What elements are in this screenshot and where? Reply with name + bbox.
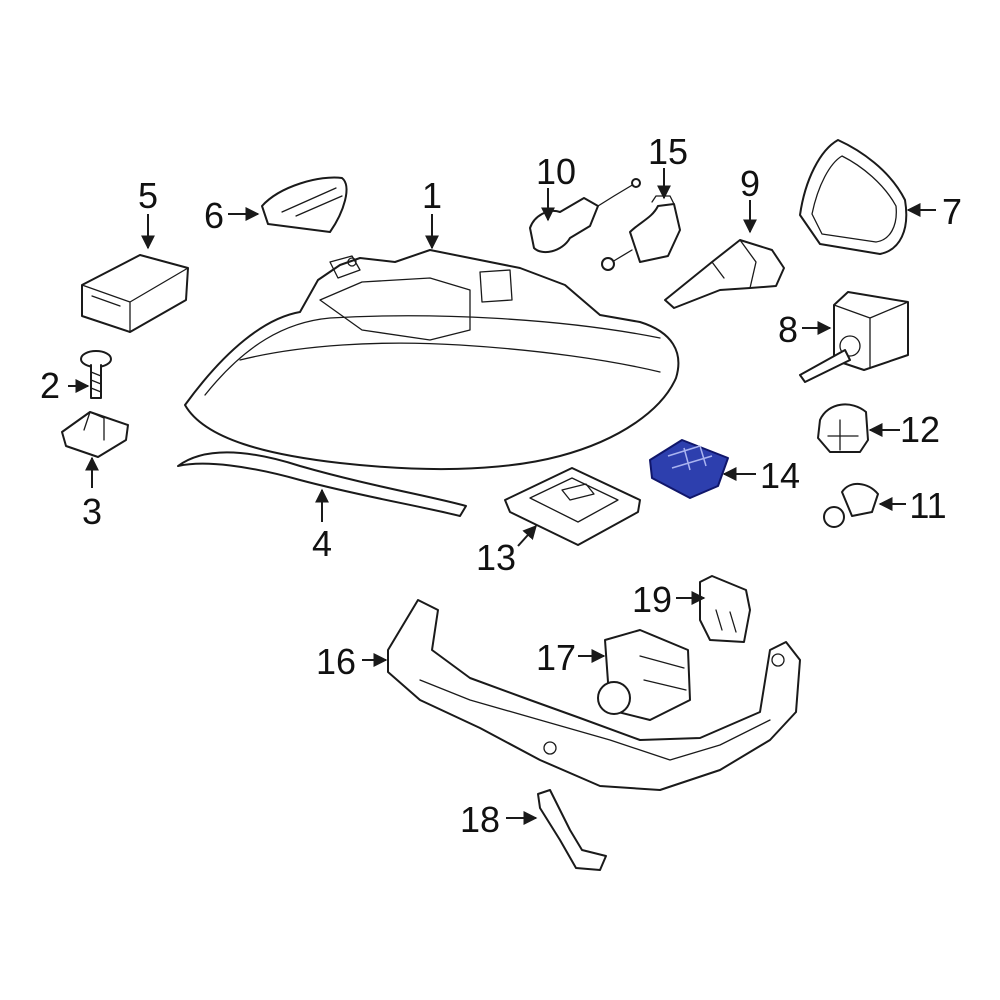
cap[interactable] [261,176,348,233]
callout-1: 1 [422,175,442,216]
callout-14: 14 [760,455,800,496]
highlighted-module[interactable] [649,439,729,499]
callout-17: 17 [536,637,576,678]
callout-10: 10 [536,151,576,192]
callout-2: 2 [40,365,60,406]
callout-12: 12 [900,409,940,450]
housing-cover[interactable] [799,139,908,255]
callout-16: 16 [316,641,356,682]
callout-3: 3 [82,491,102,532]
callout-19: 19 [632,579,672,620]
callout-13: 13 [476,537,516,578]
leader-lines [68,168,936,825]
connector[interactable] [699,575,751,643]
leader-13 [517,524,537,547]
bulb-h7[interactable] [529,178,641,254]
callout-labels: 1 2 3 4 5 6 7 8 9 10 11 12 13 14 15 16 1… [40,131,962,840]
callout-6: 6 [204,195,224,236]
support-bracket[interactable] [537,789,607,871]
mounting-bracket[interactable] [387,599,801,791]
callout-8: 8 [778,309,798,350]
callout-5: 5 [138,175,158,216]
socket[interactable] [817,403,869,453]
seal-strip[interactable] [177,451,467,517]
cover-box[interactable] [81,254,189,333]
bulb-socket[interactable] [823,483,879,528]
xenon-bulb[interactable] [799,291,909,383]
callout-7: 7 [942,191,962,232]
clip-nut[interactable] [61,411,129,458]
callout-15: 15 [648,131,688,172]
ballast-control-module[interactable] [504,467,641,546]
level-actuator[interactable] [597,629,691,721]
callout-4: 4 [312,523,332,564]
bulb-h[interactable] [664,239,785,309]
headlight-assembly[interactable] [184,249,680,471]
screw[interactable] [80,350,112,399]
callout-9: 9 [740,163,760,204]
callout-11: 11 [909,485,946,526]
callout-18: 18 [460,799,500,840]
lamp-socket[interactable] [601,195,681,271]
